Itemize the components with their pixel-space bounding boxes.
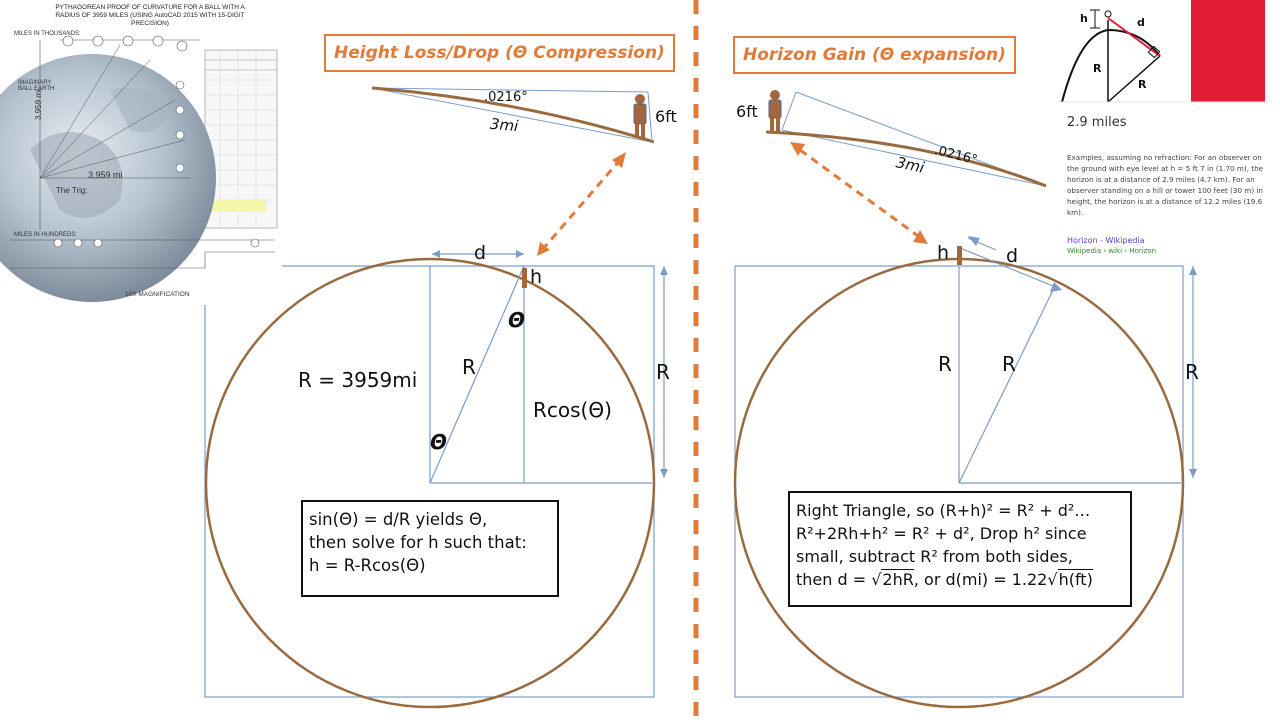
- right-radius-left: R: [938, 352, 952, 376]
- right-eq-line-1: Right Triangle, so (R+h)² = R² + d²…: [796, 501, 1091, 520]
- left-theta-center: Θ: [430, 430, 448, 454]
- right-tangent-line: [959, 247, 1059, 289]
- right-h-label: h: [937, 242, 950, 264]
- doc-miles-hundreds: MILES IN HUNDREDS:: [14, 232, 78, 238]
- left-dashed-arrow: [540, 159, 622, 251]
- right-person-figure: [768, 90, 782, 132]
- right-side-r: R: [1185, 360, 1199, 384]
- left-d-label: d: [474, 242, 487, 264]
- wiki-card-red-block: [1191, 0, 1265, 102]
- doc-imaginary-label: IMAGINARY BALL EARTH: [18, 80, 55, 92]
- left-eq-line-1: sin(Θ) = d/R yields Θ,: [309, 510, 488, 529]
- doc-inset: PYTHAGOREAN PROOF OF CURVATURE FOR A BAL…: [10, 0, 280, 305]
- wiki-radius-diagonal: [1107, 55, 1161, 103]
- right-title-box: Horizon Gain (Θ expansion): [733, 36, 1016, 74]
- left-side-r: R: [656, 360, 670, 384]
- doc-miles-thousands: MILES IN THOUSANDS:: [14, 31, 81, 37]
- doc-radius-vertical: 3,959 mi: [34, 89, 43, 120]
- wiki-d-label: d: [1137, 16, 1145, 29]
- left-person-figure: [633, 94, 647, 138]
- right-eq-sqrt-hft: h(ft): [1057, 569, 1093, 589]
- right-equation-box: Right Triangle, so (R+h)² = R² + d²… R²+…: [788, 491, 1132, 607]
- right-horizon-curve: [765, 130, 1047, 188]
- doc-radius-horizontal: 3,959 mi: [88, 170, 123, 180]
- left-radius-symbol: R: [462, 355, 476, 379]
- doc-trig-label: The Trig:: [56, 186, 88, 195]
- right-small-person: [957, 246, 962, 265]
- left-radius-text: R = 3959mi: [298, 368, 418, 392]
- right-person-height: 6ft: [736, 102, 758, 121]
- wiki-snippet: Examples, assuming no refraction: For an…: [1067, 153, 1264, 217]
- right-eq-line-4: then d = √2hR, or d(mi) = 1.22√h(ft): [796, 569, 1093, 589]
- right-radius-diag: R: [1002, 352, 1016, 376]
- left-equation-box: sin(Θ) = d/R yields Θ, then solve for h …: [301, 500, 559, 597]
- wiki-link[interactable]: Horizon - Wikipedia: [1067, 236, 1145, 245]
- left-drop-curve: [371, 86, 655, 144]
- left-theta-top: Θ: [508, 308, 526, 332]
- wiki-h-label: h: [1080, 12, 1088, 25]
- wiki-distance: 2.9 miles: [1067, 115, 1127, 130]
- right-eq-line-4a: then d =: [796, 570, 872, 589]
- left-angle-label: .0216°: [484, 90, 528, 105]
- right-eq-line-2: R²+2Rh+h² = R² + d², Drop h² since: [796, 524, 1087, 543]
- doc-inset-graphics: [0, 0, 282, 305]
- right-radius-diagonal: [958, 285, 1056, 484]
- left-eq-line-2: then solve for h such that:: [309, 533, 527, 552]
- wiki-r1-label: R: [1093, 62, 1102, 75]
- left-person-height: 6ft: [655, 107, 677, 126]
- left-small-person: [522, 268, 527, 288]
- left-arc-label: 3mi: [489, 114, 520, 136]
- left-rcos-label: Rcos(Θ): [533, 398, 612, 422]
- doc-magnification: 10X MAGNIFICATION: [125, 291, 190, 298]
- wiki-r2-label: R: [1138, 78, 1147, 91]
- wiki-card: h d R R 2.9 miles Examples, assuming no …: [1057, 0, 1268, 262]
- left-radius-diagonal: [429, 265, 525, 484]
- left-drop-sight-line: [371, 87, 653, 143]
- right-eq-line-3: small, subtract R² from both sides,: [796, 547, 1073, 566]
- right-eq-line-4b: , or d(mi) = 1.22: [913, 570, 1048, 589]
- left-title-box: Height Loss/Drop (Θ Compression): [324, 34, 675, 72]
- right-dashed-arrow: [799, 148, 919, 238]
- right-eq-sqrt-2hr: 2hR: [881, 569, 914, 589]
- left-drop-level-line: [371, 87, 649, 93]
- right-d-label: d: [1006, 245, 1019, 267]
- left-h-label: h: [530, 266, 543, 288]
- left-eq-line-3: h = R-Rcos(Θ): [309, 556, 426, 575]
- wiki-breadcrumb: Wikipedia › wiki › Horizon: [1067, 247, 1157, 255]
- right-sight-line: [781, 129, 1047, 187]
- doc-heading: PYTHAGOREAN PROOF OF CURVATURE FOR A BAL…: [55, 4, 245, 27]
